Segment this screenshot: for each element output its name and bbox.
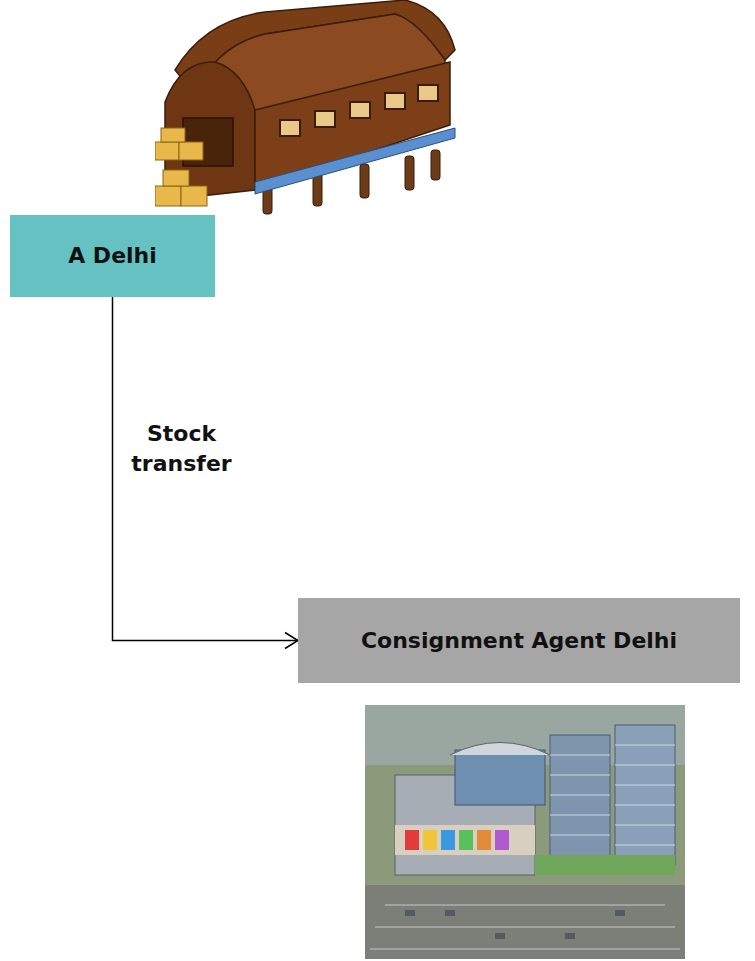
warehouse-illustration xyxy=(155,0,465,220)
warehouse-box: A Delhi xyxy=(10,215,215,297)
agent-box: Consignment Agent Delhi xyxy=(298,598,740,683)
node-label: Consignment Agent Delhi xyxy=(361,626,677,656)
node-label: A Delhi xyxy=(68,241,157,271)
edge-label: Stock transfer xyxy=(125,419,239,478)
arrow-head xyxy=(285,633,298,649)
mall-illustration xyxy=(365,705,685,959)
flow-connector xyxy=(113,297,299,641)
